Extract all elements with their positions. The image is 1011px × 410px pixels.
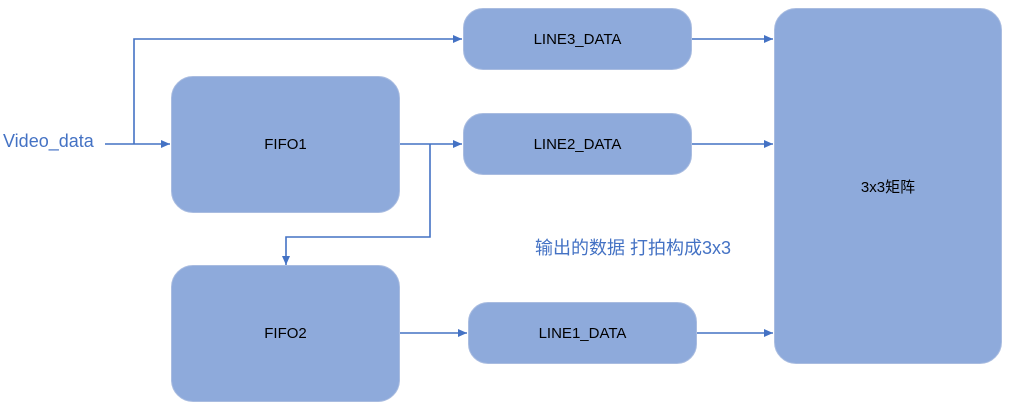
annotation-text: 输出的数据 打拍构成3x3 [535, 238, 732, 258]
matrix-block: 3x3矩阵 [774, 8, 1002, 364]
line1-label: LINE1_DATA [538, 324, 627, 342]
fifo2-block: FIFO2 [171, 265, 400, 402]
line1-block: LINE1_DATA [468, 302, 697, 364]
line3-block: LINE3_DATA [463, 8, 692, 70]
line2-block: LINE2_DATA [463, 113, 692, 175]
matrix-label: 3x3矩阵 [860, 178, 916, 196]
input-label: Video_data [3, 131, 94, 151]
line2-label: LINE2_DATA [533, 135, 622, 153]
wire-fifo1-to-fifo2 [282, 144, 431, 265]
fifo2-label: FIFO2 [264, 325, 307, 342]
line3-label: LINE3_DATA [533, 30, 622, 48]
fifo1-block: FIFO1 [171, 76, 400, 213]
wire-input-to-line3 [133, 35, 462, 144]
fifo1-label: FIFO1 [264, 136, 307, 153]
